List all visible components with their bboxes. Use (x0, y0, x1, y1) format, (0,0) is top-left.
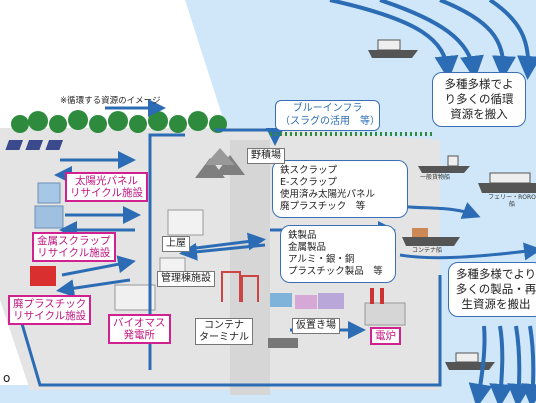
blue-infra-label: ブルーインフラ （スラグの活用 等） (275, 100, 380, 131)
truck (268, 338, 298, 348)
container-terminal-label: コンテナ ターミナル (195, 318, 253, 345)
electric-furnace-label: 電炉 (370, 327, 401, 346)
open-yard-label: 野積場 (247, 148, 285, 164)
biomass-plant-label: バイオマス 発電所 (108, 314, 171, 345)
stray-character: o (3, 371, 11, 385)
plastic-recycling-facility-label: 廃プラスチック リサイクル施設 (8, 295, 92, 326)
furnace-chimney-b (380, 288, 384, 304)
solar-panels (5, 140, 64, 150)
furnace-chimney-a (370, 288, 374, 304)
gantry-cranes (221, 271, 259, 302)
solar-recycling-facility-label: 太陽光パネル リサイクル施設 (65, 172, 148, 203)
container-ship-label: コンテナ船 (412, 247, 443, 254)
ship-top (368, 39, 418, 58)
outgoing-arrows (468, 325, 536, 403)
solar-facility-building (37, 182, 61, 204)
warehouse-roof-label: 上屋 (162, 236, 190, 252)
scrap-heaps (195, 148, 245, 178)
container-stacks (270, 293, 344, 309)
metal-recycling-facility-label: 金属スクラップ リサイクル施設 (32, 232, 116, 263)
pier (230, 140, 270, 395)
general-cargo-ship-label: 一般貨物船 (420, 174, 451, 181)
scrap-box: 鉄スクラップ E-スクラップ 使用済み太陽光パネル 廃プラスチック 等 (272, 160, 408, 218)
ship-general-cargo (418, 155, 470, 173)
products-box: 鉄製品 金属製品 アルミ・銀・銅 プラスチック製品 等 (280, 225, 396, 283)
temporary-storage-label: 仮置き場 (292, 318, 340, 334)
incoming-arrows (329, 0, 536, 80)
ship-ferry (478, 172, 536, 193)
ship-container (402, 228, 460, 246)
biomass-building (114, 284, 156, 311)
admin-building-label: 管理棟施設 (157, 271, 215, 287)
outgoing-callout: 多種多様でより 多くの製品・再 生資源を搬出 (448, 262, 536, 317)
ferry-roro-ship-label: フェリー・RORO船 (488, 194, 536, 208)
roof-building (167, 209, 204, 236)
metal-facility-building (34, 205, 64, 229)
plastic-facility-building (30, 266, 56, 286)
furnace-building (364, 302, 406, 326)
legend-note: ※循環する資源のイメージ (60, 96, 161, 106)
incoming-callout: 多種多様でよ り多くの循環 資源を搬入 (432, 72, 526, 127)
tree-row (11, 110, 227, 133)
